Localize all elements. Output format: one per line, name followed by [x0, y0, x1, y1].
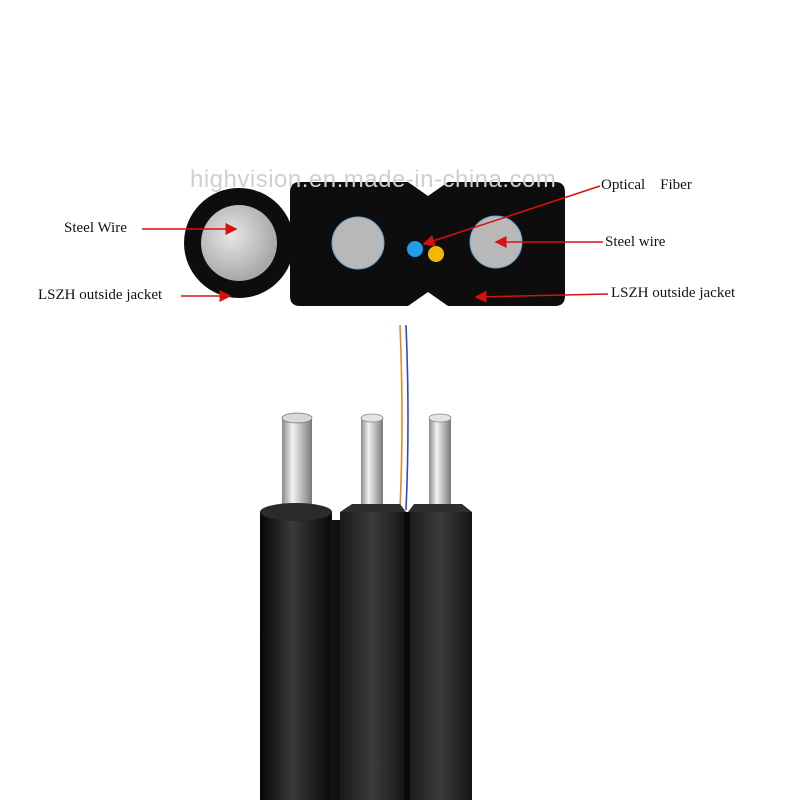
label-lszh-right: LSZH outside jacket [611, 285, 736, 301]
fiber-blue [407, 241, 423, 257]
cross-section [184, 182, 565, 306]
center-groove [404, 512, 410, 800]
steel-wire-left-core [331, 216, 385, 270]
rod-messenger [282, 418, 312, 518]
label-steel-wire-right: Steel wire [605, 234, 666, 250]
flat-jacket-right [408, 512, 472, 800]
rod-right-top [428, 413, 452, 423]
label-optical-fiber: Optical Fiber [601, 177, 692, 193]
watermark: highvision.en.made-in-china.com [190, 166, 557, 193]
rod-messenger-top [281, 412, 313, 424]
flat-jacket-left-top [340, 504, 406, 512]
flat-jacket-right-top [408, 504, 472, 512]
messenger-jacket-body [260, 512, 332, 800]
flat-jacket [290, 182, 565, 306]
arrows [142, 185, 609, 303]
messenger-steel-wire [201, 205, 277, 281]
arrow-optical-fiber [422, 185, 601, 247]
flat-jacket-left [340, 512, 406, 800]
arrow-lszh-right [474, 290, 609, 303]
fiber-orange-strand [399, 324, 403, 511]
fiber-yellow [428, 246, 444, 262]
rod-right [429, 418, 451, 518]
label-lszh-left: LSZH outside jacket [38, 287, 163, 303]
label-steel-wire-left: Steel Wire [64, 220, 127, 236]
cable-perspective [260, 324, 472, 800]
fiber-blue-strand [405, 324, 409, 511]
rod-left [361, 418, 383, 518]
messenger-jacket-top [260, 503, 332, 521]
rod-left-top [360, 413, 384, 423]
